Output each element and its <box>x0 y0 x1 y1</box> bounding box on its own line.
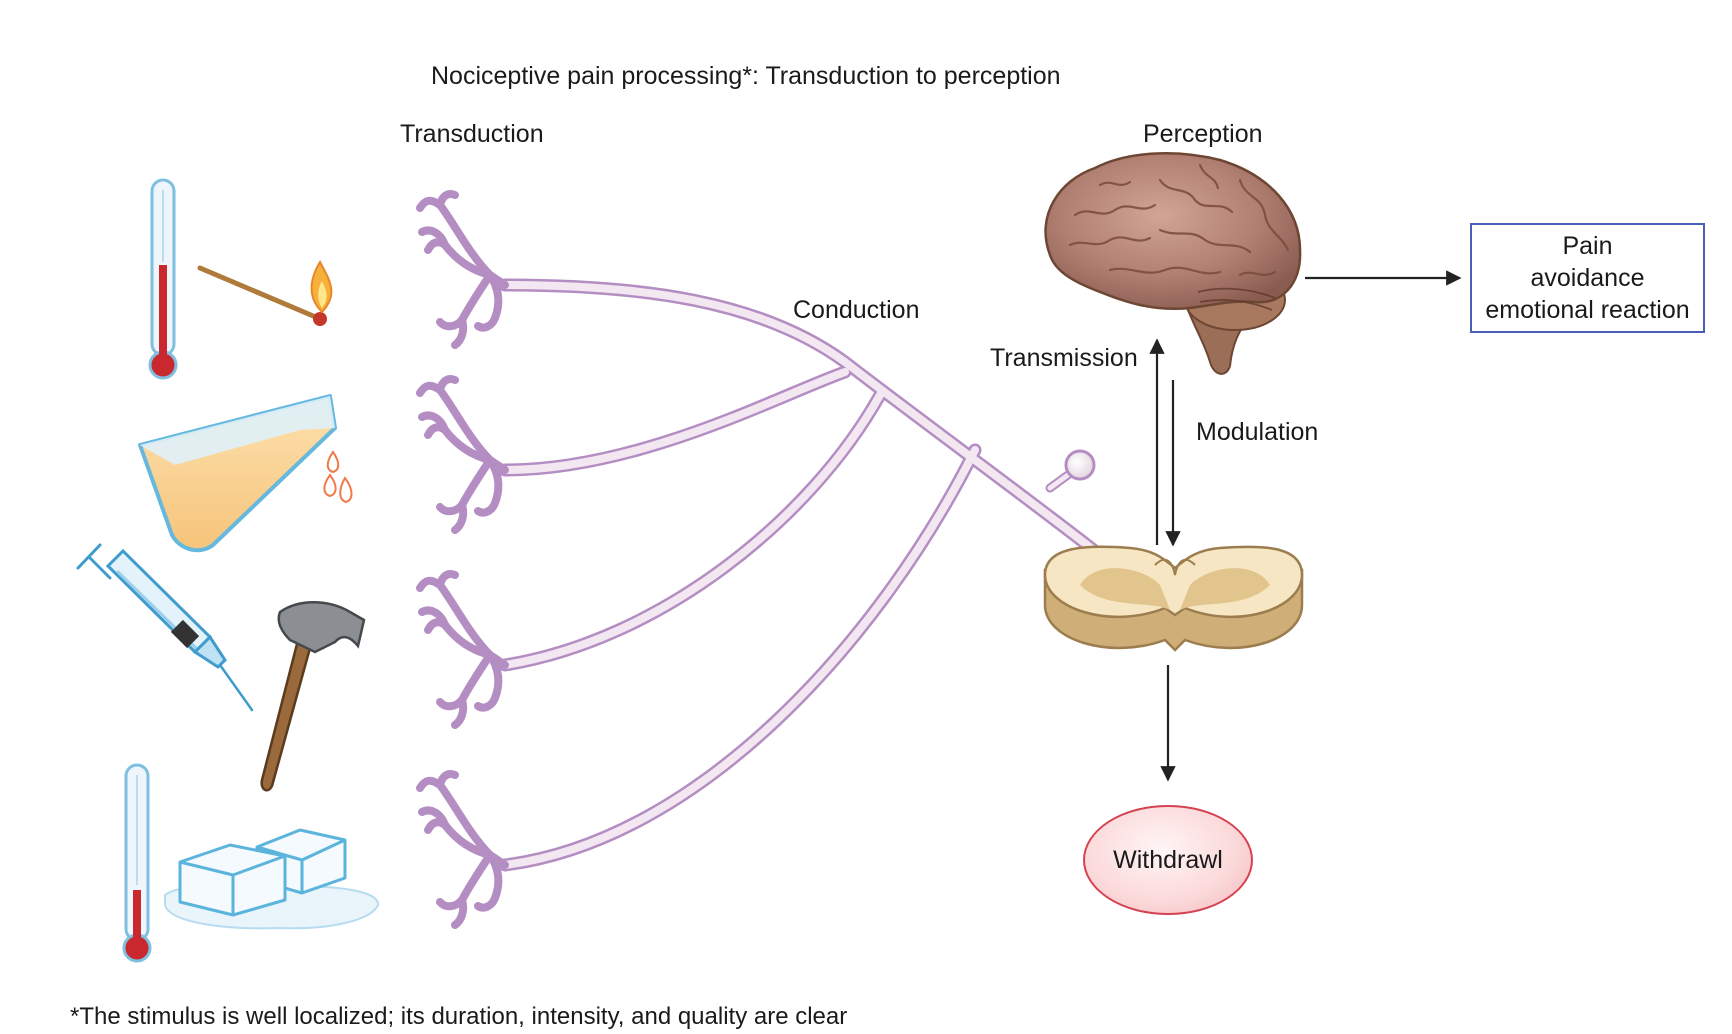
nerve-ending-icon <box>416 190 509 349</box>
nerve-ending-icon <box>416 770 509 929</box>
stage-label-conduction: Conduction <box>793 296 920 324</box>
syringe-icon <box>76 543 254 712</box>
footnote: *The stimulus is well localized; its dur… <box>70 1003 848 1030</box>
diagram-title: Nociceptive pain processing*: Transducti… <box>431 62 1061 90</box>
outcome-line: Pain <box>1562 232 1613 260</box>
withdrawal-node: Withdrawl <box>1083 805 1253 915</box>
withdrawal-label: Withdrawl <box>1113 845 1223 874</box>
pain-avoidance-box: Pain avoidance emotional reaction <box>1470 223 1705 333</box>
thermometer-cold-icon <box>122 763 152 963</box>
outcome-line: emotional reaction <box>1485 296 1690 324</box>
signal-arrows <box>1149 270 1462 782</box>
ice-cubes-icon <box>164 828 379 930</box>
stage-label-modulation: Modulation <box>1196 418 1319 446</box>
stage-label-transduction: Transduction <box>400 120 544 148</box>
brain-icon <box>1044 152 1302 375</box>
nerve-ending-icon <box>416 570 509 729</box>
thermometer-hot-icon <box>148 178 178 380</box>
hammer-icon <box>260 601 366 792</box>
stage-label-transmission: Transmission <box>990 344 1138 372</box>
lit-match-icon <box>197 259 333 326</box>
axon-pathways <box>498 278 1107 872</box>
nerve-ending-group <box>416 190 509 929</box>
chemical-flask-icon <box>138 394 353 553</box>
stage-label-perception: Perception <box>1143 120 1263 148</box>
nerve-ending-icon <box>416 375 509 534</box>
outcome-line: avoidance <box>1530 264 1645 292</box>
spinal-cord-icon <box>1043 545 1304 652</box>
